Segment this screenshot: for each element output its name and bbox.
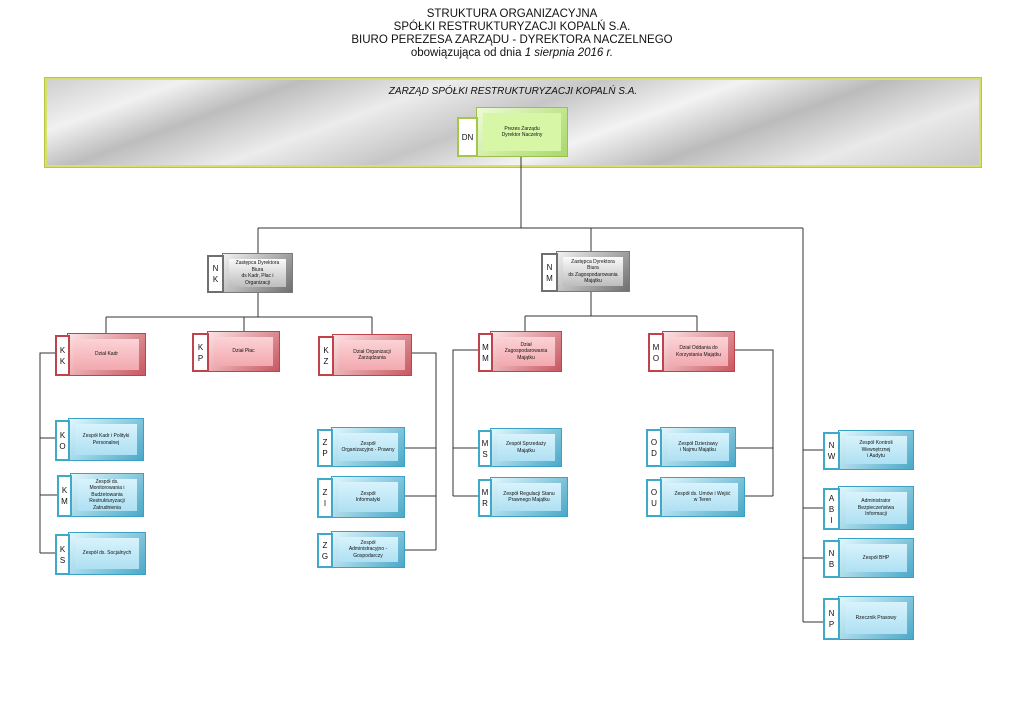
unit-box: Zespół BHP xyxy=(838,538,914,578)
connector-nk xyxy=(105,292,373,334)
unit-code: M S xyxy=(478,430,492,467)
unit-label: Zespół Informatyki xyxy=(338,482,398,512)
unit-code: M M xyxy=(478,333,493,372)
unit-box: Zespół Dzierżawy i Najmu Majątku xyxy=(660,427,736,467)
unit-code: N M xyxy=(541,253,558,292)
unit-box: Zespół Organizacyjno - Prawny xyxy=(331,427,405,467)
unit-label: Dział Organizacji Zarządzania xyxy=(339,340,405,370)
validity-prefix: obowiązująca od dnia xyxy=(410,47,525,59)
unit-label: Zespół Kadr i Polityki Personalnej xyxy=(75,424,137,455)
unit-code: K O xyxy=(55,420,70,461)
unit-code: K Z xyxy=(318,336,334,376)
connector-staff xyxy=(803,449,823,623)
unit-box: Dział Płac xyxy=(207,331,280,372)
unit-code: O D xyxy=(646,429,662,467)
unit-box: Zespół Administracyjno - Gospodarczy xyxy=(331,531,405,568)
unit-box: Zastępca Dyrektora Biura ds Zagospodarow… xyxy=(556,251,630,292)
unit-label: Zespół ds. Umów i Wejść w Teren xyxy=(667,483,738,511)
unit-box: Rzecznik Prasowy xyxy=(838,596,914,640)
unit-label: Zespół Sprzedaży Majątku xyxy=(497,434,555,461)
unit-code: Z P xyxy=(317,429,333,467)
unit-label: Zespół ds. Socjalnych xyxy=(75,538,139,569)
unit-box: Zespół ds. Socjalnych xyxy=(68,532,146,575)
banner-title: ZARZĄD SPÓŁKI RESTRUKTURYZACJI KOPALŃ S.… xyxy=(388,86,638,97)
unit-label: Zastępca Dyrektora Biura ds Kadr, Płac i… xyxy=(229,259,286,287)
unit-code: N K xyxy=(207,255,224,293)
unit-box: Zespół Kadr i Polityki Personalnej xyxy=(68,418,144,461)
validity-date: 1 sierpnia 2016 r. xyxy=(524,47,614,59)
unit-label: Dział Płac xyxy=(214,337,273,366)
unit-code: N W xyxy=(823,432,840,470)
connector-kk xyxy=(39,352,57,554)
unit-box: Dział Organizacji Zarządzania xyxy=(332,334,412,376)
unit-code: K M xyxy=(57,475,72,517)
unit-code: K S xyxy=(55,534,70,575)
unit-label: Rzecznik Prasowy xyxy=(845,602,907,634)
unit-box: Administrator Bezpieczeństwa Informacji xyxy=(838,486,914,530)
connector-nm xyxy=(524,292,698,331)
unit-label: Dział Oddania do Korzystania Majątku xyxy=(669,337,728,366)
unit-code: M R xyxy=(478,479,492,517)
unit-label: Zespół Kontroli Wewnętrznej i Audytu xyxy=(845,436,907,464)
unit-code: Z G xyxy=(317,533,333,568)
title-line-4: obowiązująca od dnia 1 sierpnia 2016 r. xyxy=(0,47,1024,60)
unit-code: A B I xyxy=(823,488,840,530)
unit-code: DN xyxy=(457,117,478,157)
unit-box: Dział Kadr xyxy=(67,333,146,376)
unit-label: Zespół Dzierżawy i Najmu Majątku xyxy=(667,433,729,461)
unit-box: Dział Oddania do Korzystania Majątku xyxy=(662,331,735,372)
unit-label: Zastępca Dyrektora Biura ds Zagospodarow… xyxy=(563,257,623,286)
unit-label: Dział Zagospodarowania Majątku xyxy=(497,337,555,366)
connector-kz xyxy=(405,352,437,551)
unit-label: Dział Kadr xyxy=(74,339,139,370)
unit-box: Zespół ds. Monitorowania i Budżetowania … xyxy=(70,473,144,517)
unit-code: M O xyxy=(648,333,664,372)
unit-box: Dział Zagospodarowania Majątku xyxy=(490,331,562,372)
unit-box: Zespół Sprzedaży Majątku xyxy=(490,428,562,467)
unit-label: Zespół Organizacyjno - Prawny xyxy=(338,433,398,461)
unit-label: Administrator Bezpieczeństwa Informacji xyxy=(845,492,907,524)
title-line-1: STRUKTURA ORGANIZACYJNA xyxy=(426,8,598,20)
unit-label: Prezes Zarządu Dyrektor Naczelny xyxy=(483,113,561,151)
unit-box: Zespół Kontroli Wewnętrznej i Audytu xyxy=(838,430,914,470)
unit-label: Zespół Regulacji Stanu Prawnego Majątku xyxy=(497,483,561,511)
title-line-3: BIURO PEREZESA ZARZĄDU - DYREKTORA NACZE… xyxy=(351,34,673,46)
unit-box: Zastępca Dyrektora Biura ds Kadr, Płac i… xyxy=(222,253,293,293)
unit-box: Zespół Regulacji Stanu Prawnego Majątku xyxy=(490,477,568,517)
title-line-2: SPÓŁKI RESTRUKTURYZACJI KOPALŃ S.A. xyxy=(393,21,631,33)
unit-code: N B xyxy=(823,540,840,578)
unit-code: K K xyxy=(55,335,70,376)
unit-code: O U xyxy=(646,479,662,517)
unit-code: N P xyxy=(823,598,840,640)
unit-label: Zespół ds. Monitorowania i Budżetowania … xyxy=(77,479,137,511)
connector-mo xyxy=(735,349,774,497)
unit-label: Zespół BHP xyxy=(845,544,907,572)
unit-code: K P xyxy=(192,333,209,372)
connector-dn xyxy=(257,157,804,622)
unit-code: Z I xyxy=(317,478,333,518)
unit-label: Zespół Administracyjno - Gospodarczy xyxy=(338,537,398,562)
connector-mm xyxy=(452,349,478,497)
unit-box: Zespół Informatyki xyxy=(331,476,405,518)
unit-box: Zespół ds. Umów i Wejść w Teren xyxy=(660,477,745,517)
unit-box: Prezes Zarządu Dyrektor Naczelny xyxy=(476,107,568,157)
